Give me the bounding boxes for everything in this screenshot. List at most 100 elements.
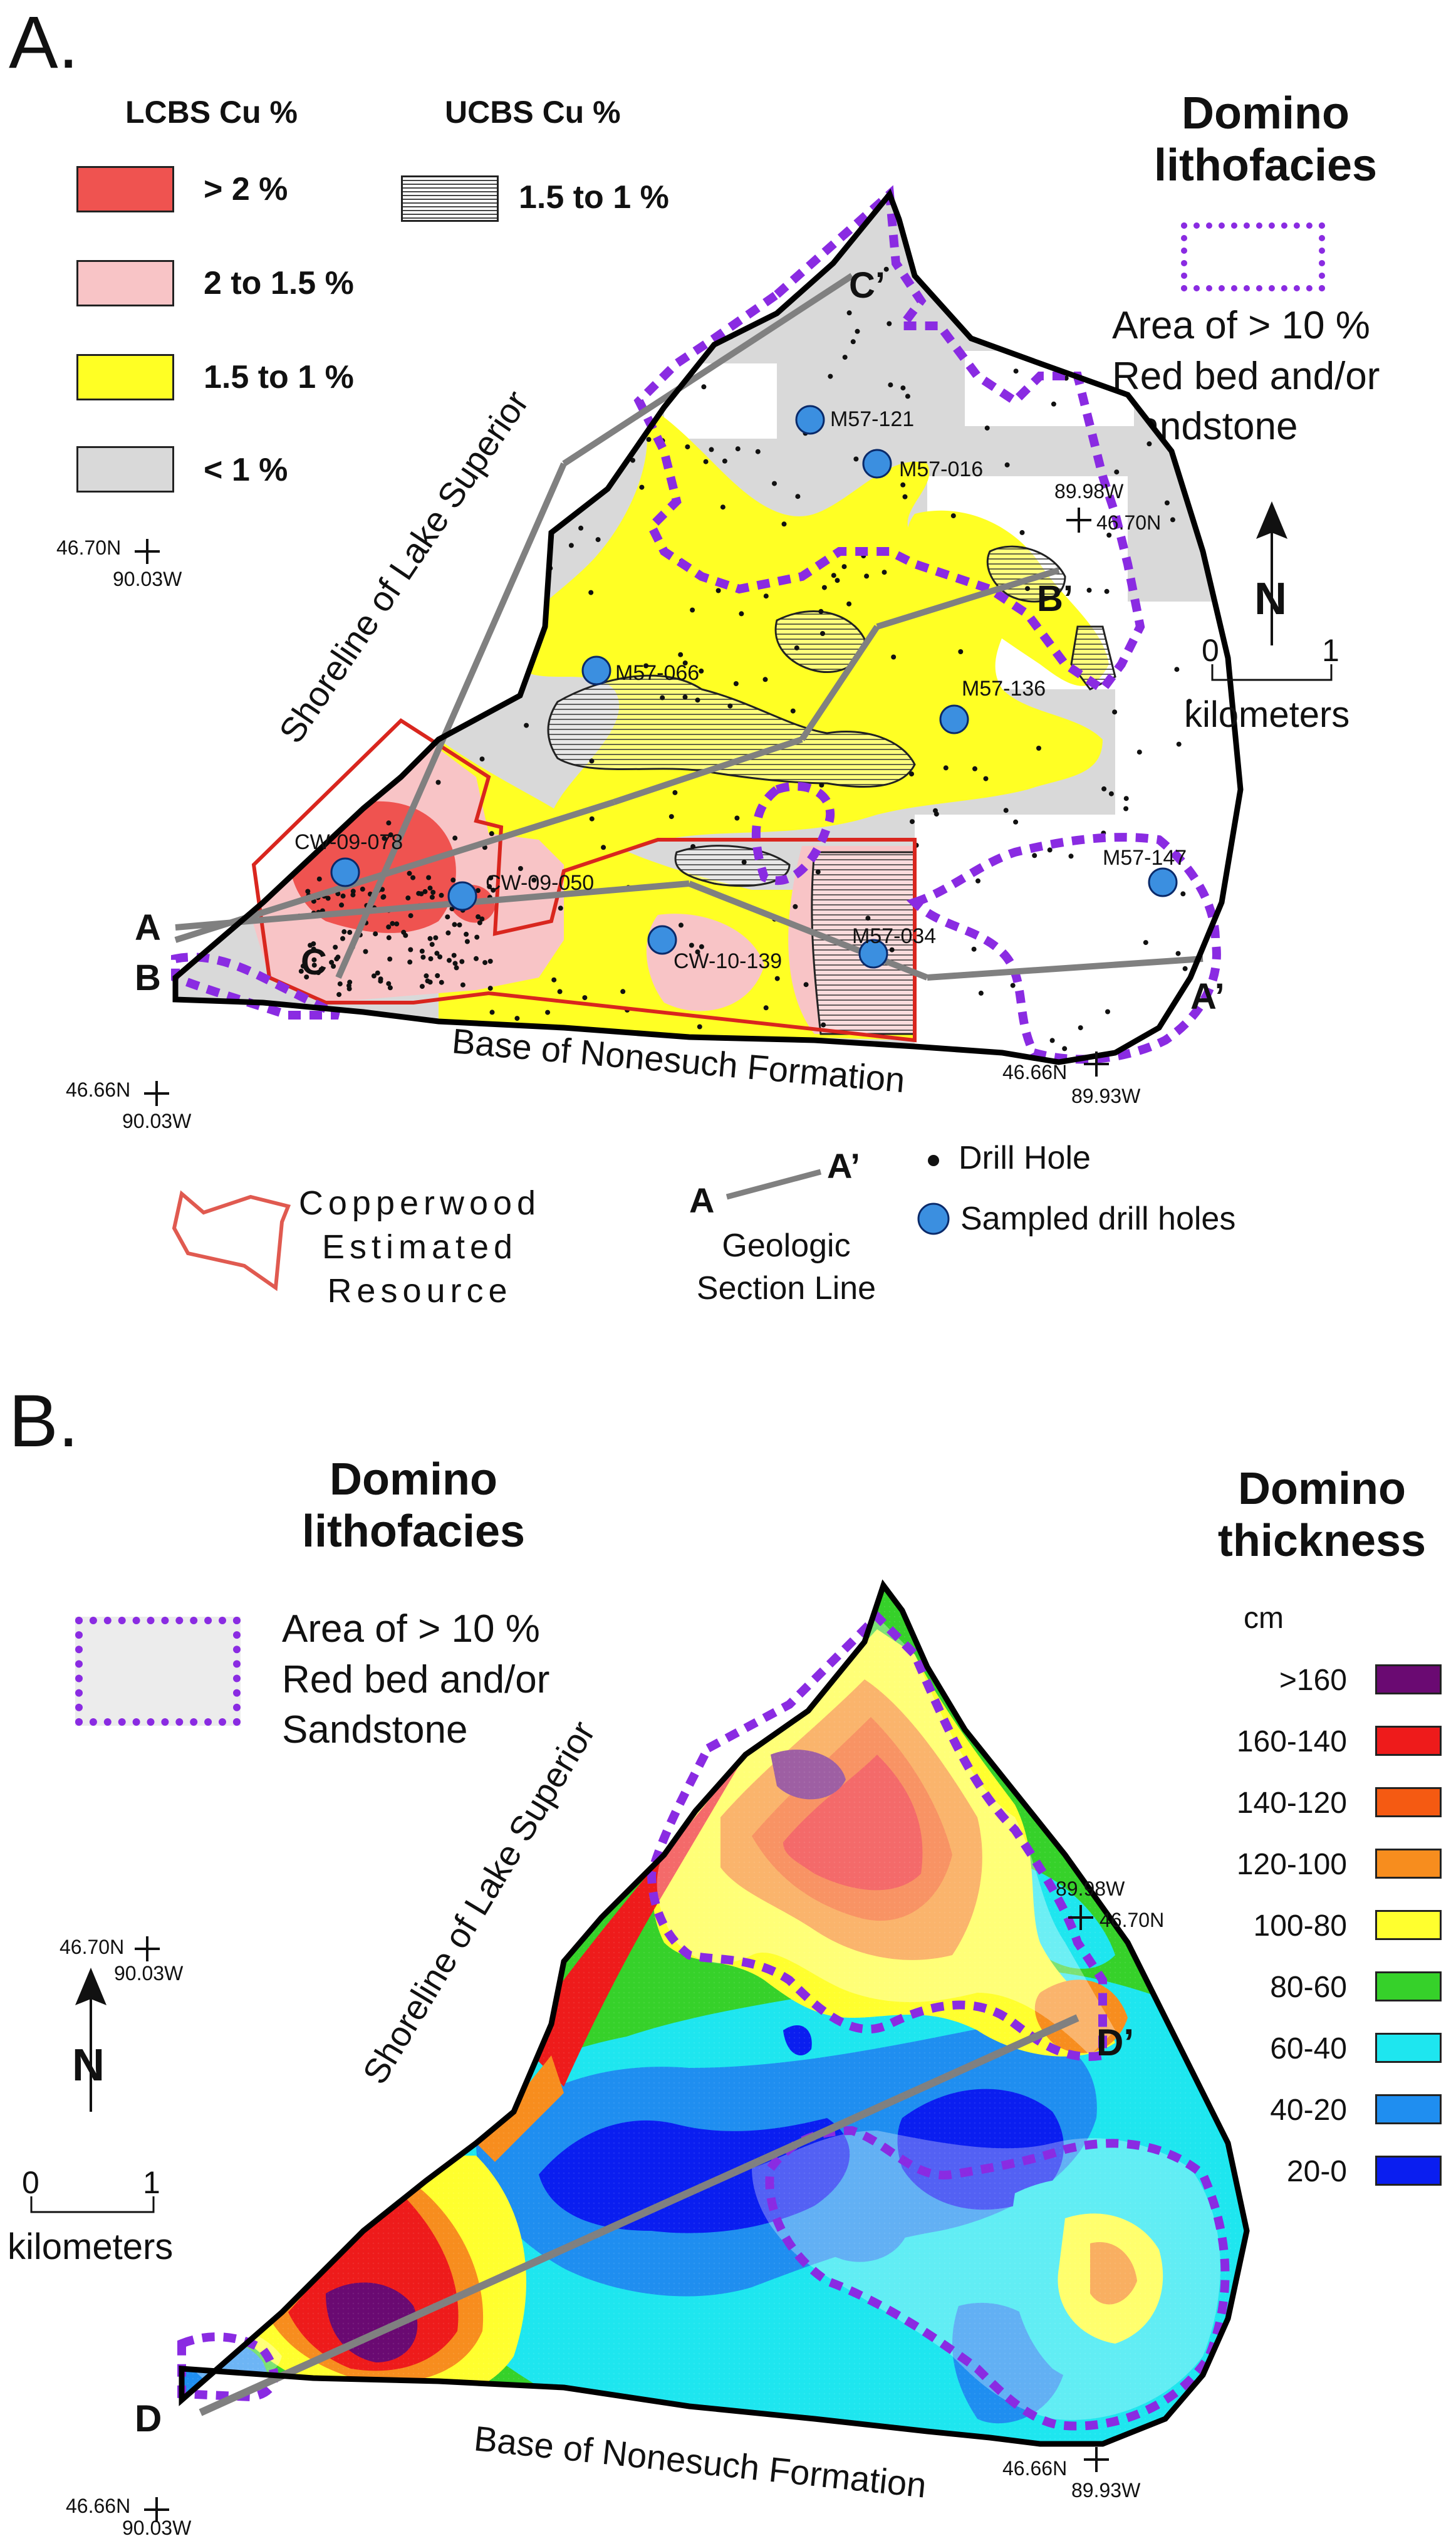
drill-hole-dot bbox=[387, 985, 393, 991]
drill-hole-dot bbox=[722, 458, 727, 464]
drill-hole-dot bbox=[1078, 1025, 1083, 1031]
drill-hole-dot bbox=[489, 1010, 495, 1015]
domino-title-b-line1: Domino bbox=[330, 1454, 497, 1505]
drill-hole-dot bbox=[386, 981, 392, 986]
drill-hole-dot bbox=[887, 321, 892, 326]
drill-hole-dot bbox=[1013, 368, 1019, 374]
drill-hole-dot bbox=[370, 453, 376, 459]
drill-hole-dot bbox=[981, 313, 987, 318]
drill-hole-dot bbox=[408, 947, 413, 952]
drill-hole-dot bbox=[526, 646, 532, 652]
section-legend-line1: Geologic bbox=[722, 1228, 851, 1264]
drill-hole-dot bbox=[426, 875, 432, 880]
drill-hole-dot bbox=[774, 976, 780, 981]
drill-hole-dot bbox=[589, 758, 595, 764]
drill-hole-dot bbox=[445, 930, 451, 936]
drill-hole-dot bbox=[479, 756, 485, 762]
drill-hole-dot bbox=[695, 949, 700, 955]
drill-hole-dot bbox=[668, 814, 674, 820]
drill-hole-dot bbox=[488, 875, 494, 880]
section-line-a bbox=[175, 880, 690, 931]
coord-ne-lat-b: 46.70N bbox=[1100, 1909, 1164, 1931]
north-letter-a: N bbox=[1254, 574, 1287, 624]
drill-hole-dot bbox=[347, 929, 353, 935]
domino-desc-b-line1: Area of > 10 % bbox=[282, 1607, 540, 1651]
drill-hole-dot bbox=[342, 427, 348, 432]
coord-sw-lon-b: 90.03W bbox=[122, 2517, 192, 2536]
drill-hole-dot bbox=[1062, 1046, 1068, 1051]
section-line-c bbox=[335, 462, 567, 979]
thickness-legend-row: 20-0 bbox=[1190, 2152, 1453, 2189]
section-line-b-4 bbox=[876, 567, 1060, 630]
drill-hole-dot bbox=[375, 970, 380, 976]
drill-hole-dot bbox=[427, 885, 433, 891]
thickness-legend-swatch bbox=[1375, 1787, 1442, 1817]
domino-title-line1: Domino bbox=[1182, 88, 1349, 138]
drill-hole-dot bbox=[424, 973, 429, 979]
drill-hole-dot bbox=[439, 979, 444, 985]
drill-hole-dot bbox=[1164, 500, 1170, 506]
thickness-legend-swatch bbox=[1375, 2094, 1442, 2124]
drill-hole-dot bbox=[639, 484, 645, 490]
drill-hole-dot bbox=[480, 494, 486, 499]
section-legend-a-prime: A’ bbox=[827, 1146, 860, 1186]
drill-hole-dot bbox=[416, 890, 422, 896]
drill-hole-dot bbox=[601, 845, 606, 850]
drill-hole-dot bbox=[417, 261, 423, 267]
drill-hole-dot bbox=[358, 586, 363, 592]
drill-hole-dot bbox=[428, 956, 434, 961]
domino-desc-line1: Area of > 10 % bbox=[1112, 304, 1370, 347]
thickness-legend-swatch bbox=[1375, 1971, 1442, 2001]
lcbs-legend-title: LCBS Cu % bbox=[125, 95, 298, 130]
drill-hole-dot bbox=[421, 290, 427, 296]
drill-hole-dot bbox=[316, 970, 321, 976]
label-m57-034: M57-034 bbox=[852, 924, 936, 948]
drill-hole-dot bbox=[933, 808, 938, 813]
drill-hole-dot bbox=[682, 660, 688, 665]
scale-one-b: 1 bbox=[143, 2165, 160, 2200]
domino-desc-b-line2: Red bed and/or bbox=[282, 1657, 550, 1701]
sampled-hole-m57-121 bbox=[795, 405, 825, 435]
drill-hole-dot bbox=[958, 649, 964, 654]
thickness-legend-row: 120-100 bbox=[1190, 1845, 1453, 1882]
drill-hole-dot bbox=[909, 771, 914, 777]
drill-hole-dot bbox=[487, 884, 492, 889]
drill-hole-dot bbox=[578, 525, 584, 531]
drill-hole-dot bbox=[311, 946, 316, 952]
sampled-hole-m57-016 bbox=[862, 449, 892, 479]
drill-hole-dot bbox=[264, 1033, 269, 1038]
drill-hole-dot bbox=[775, 302, 781, 308]
drill-hole-dot bbox=[284, 382, 289, 388]
drill-hole-dot bbox=[682, 694, 688, 700]
drill-hole-dot bbox=[1047, 847, 1053, 853]
drill-hole-dot bbox=[435, 973, 440, 978]
drill-hole-dot bbox=[336, 992, 342, 998]
drill-hole-dot bbox=[341, 929, 347, 934]
drill-hole-dot bbox=[346, 986, 352, 991]
section-letter-b: B bbox=[135, 958, 161, 998]
drill-hole-dot bbox=[1019, 530, 1025, 535]
drill-hole-dot bbox=[680, 320, 685, 326]
sampled-hole-m57-034 bbox=[858, 939, 888, 969]
drill-hole-dot bbox=[551, 977, 557, 983]
drill-hole-dot bbox=[1010, 983, 1016, 988]
drill-hole-dot bbox=[420, 263, 425, 268]
drill-hole-dot bbox=[900, 482, 906, 488]
drill-hole-dot bbox=[491, 672, 497, 678]
drill-hole-dot bbox=[1004, 462, 1010, 467]
drill-hole-dot bbox=[474, 934, 480, 940]
drill-hole-dot bbox=[620, 989, 626, 994]
drill-hole-dot bbox=[850, 339, 856, 345]
thickness-legend-label: 40-20 bbox=[1270, 2094, 1347, 2127]
drill-hole-dot bbox=[1106, 533, 1112, 538]
drill-hole-dot bbox=[514, 1016, 520, 1021]
ucbs-label: 1.5 to 1 % bbox=[519, 179, 669, 216]
drill-hole-dot bbox=[741, 859, 747, 865]
drill-hole-dot bbox=[793, 904, 798, 909]
drill-hole-dot bbox=[268, 857, 274, 863]
section-line-b-2 bbox=[613, 736, 803, 805]
coord-crosses-b bbox=[135, 1905, 1109, 2522]
thickness-legend-swatch bbox=[1375, 1849, 1442, 1879]
north-letter-b: N bbox=[72, 2040, 105, 2090]
drill-hole-dot bbox=[697, 1024, 702, 1030]
